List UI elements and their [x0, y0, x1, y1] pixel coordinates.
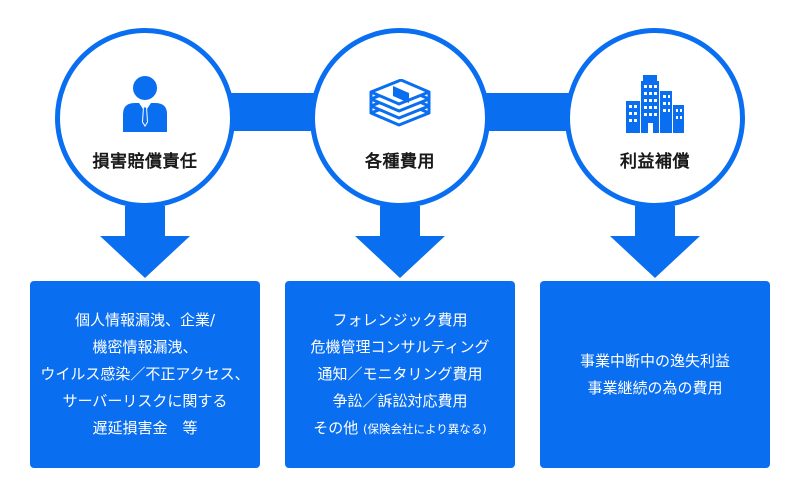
- detail-line: サーバーリスクに関する: [62, 392, 228, 410]
- circle-various-expenses: 各種費用: [310, 28, 490, 208]
- down-arrow-icon: [610, 206, 700, 278]
- detail-line: 機密情報漏洩、: [92, 338, 198, 356]
- column-title: 利益補償: [620, 152, 690, 172]
- detail-line: 危機管理コンサルティング: [310, 337, 490, 356]
- detail-line-main: その他: [313, 418, 359, 437]
- money-stack-icon: [365, 71, 435, 137]
- detail-line: 事業中断中の逸失利益: [579, 351, 730, 370]
- column-title: 各種費用: [365, 152, 435, 172]
- circle-profit-compensation: 利益補償: [565, 28, 745, 208]
- circle-damages-liability: 損害賠償責任: [55, 28, 235, 208]
- column-title: 損害賠償責任: [92, 152, 198, 172]
- detail-box-profit-compensation: 事業中断中の逸失利益 事業継続の為の費用: [540, 281, 770, 468]
- detail-line: 通知／モニタリング費用: [317, 364, 483, 383]
- detail-line: 個人情報漏洩、企業/: [74, 311, 216, 329]
- down-arrow-icon: [100, 206, 190, 278]
- detail-line: 遅延損害金 等: [92, 419, 198, 437]
- detail-line: 争訟／訴訟対応費用: [332, 391, 468, 410]
- detail-line-other: その他 (保険会社により異なる): [313, 415, 487, 443]
- detail-line: ウイルス感染／不正アクセス、: [40, 365, 250, 383]
- detail-box-various-expenses: フォレンジック費用 危機管理コンサルティング 通知／モニタリング費用 争訟／訴訟…: [285, 281, 515, 468]
- buildings-icon: [620, 71, 690, 137]
- detail-line: 事業継続の為の費用: [587, 378, 723, 397]
- detail-line: フォレンジック費用: [332, 310, 468, 329]
- detail-box-damages-liability: 個人情報漏洩、企業/ 機密情報漏洩、 ウイルス感染／不正アクセス、 サーバーリス…: [30, 281, 260, 468]
- businessman-icon: [110, 71, 180, 137]
- down-arrow-icon: [355, 206, 445, 278]
- detail-line-note: (保険会社により異なる): [363, 421, 487, 436]
